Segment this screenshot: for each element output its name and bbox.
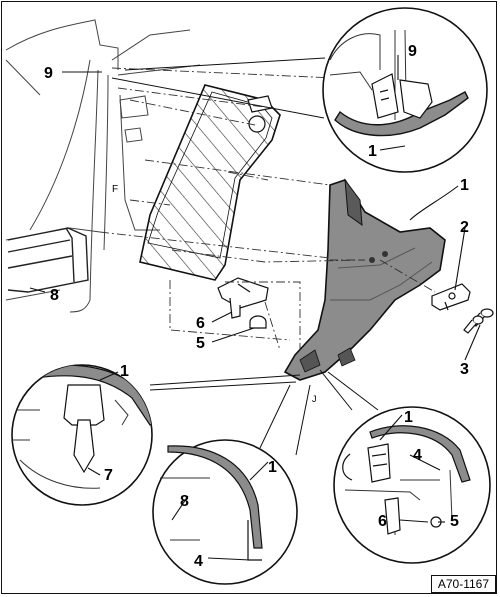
- assembly-lines: [99, 67, 436, 351]
- detail-view-left: [11, 364, 153, 506]
- vehicle-body-outline: [5, 19, 201, 313]
- callout-6-clip: 6: [196, 315, 205, 332]
- body-marking-f: F: [112, 184, 118, 195]
- detail-connector-lines: [111, 57, 379, 456]
- callout-3-bolts: 3: [460, 361, 469, 378]
- callout-9-main: 9: [44, 65, 53, 82]
- callout-4-detail-right: 4: [413, 447, 422, 464]
- callout-1-detail-bottom: 1: [268, 459, 277, 476]
- detail-view-bottom-right: [333, 406, 491, 564]
- callout-5-detail-right: 5: [450, 513, 459, 530]
- bracket-part: [431, 283, 471, 311]
- detail-view-top-right: [322, 7, 488, 173]
- callout-9-detail: 9: [408, 43, 417, 60]
- callout-8-detail-bottom: 8: [180, 493, 189, 510]
- screw-part: [249, 315, 267, 329]
- callout-leaders: [29, 55, 481, 561]
- bolt-parts: [463, 308, 494, 334]
- detail-view-bottom-center: [152, 439, 298, 585]
- callout-1-detail-right: 1: [404, 409, 413, 426]
- callout-4-detail-bottom: 4: [194, 553, 203, 570]
- callout-1-detail-left: 1: [120, 363, 129, 380]
- callout-1-lower-trim: 1: [460, 177, 469, 194]
- callout-8-sill: 8: [50, 287, 59, 304]
- lower-pillar-trim-panel: [283, 178, 446, 381]
- callout-5-screw: 5: [196, 335, 205, 352]
- callout-6-detail-right: 6: [378, 513, 387, 530]
- callout-2-bracket: 2: [460, 219, 469, 236]
- sill-trim-panel: [7, 227, 89, 293]
- detail-marking-j: J: [312, 394, 317, 404]
- callout-1-detail-top: 1: [368, 143, 377, 160]
- clip-part: [217, 277, 269, 319]
- callout-7-detail-left: 7: [104, 467, 113, 484]
- upper-pillar-trim-panel: [139, 84, 281, 281]
- figure-id-label: A70-1167: [430, 575, 496, 593]
